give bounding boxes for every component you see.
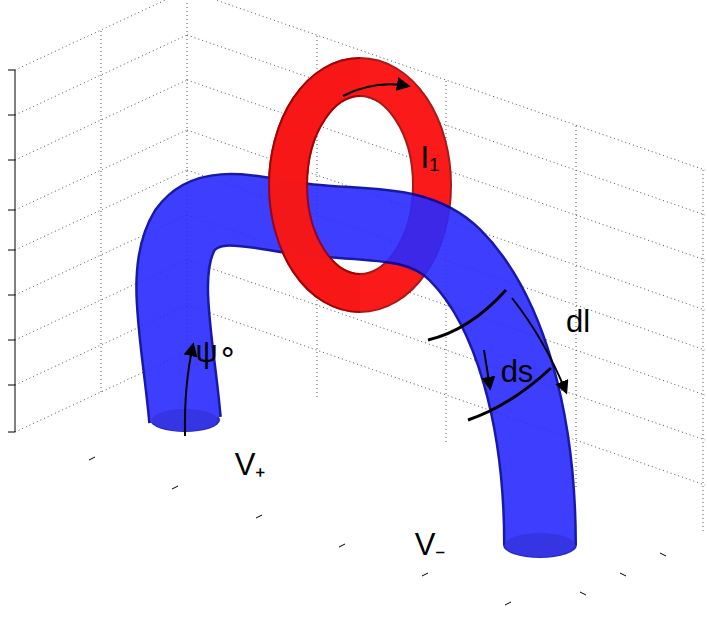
flux-tube: [150, 210, 577, 558]
direction-arrows: [185, 84, 566, 436]
electrode-plate: V₊: [22, 352, 405, 508]
symbol-label: I₁: [420, 141, 439, 175]
section-bands: [428, 290, 551, 420]
label-holder: I₁: [420, 141, 439, 175]
symbol-label: ψ∘: [195, 335, 236, 369]
plate-shape: [22, 352, 405, 508]
electrode-plate: V₋: [265, 437, 705, 612]
symbol-label: dl: [566, 305, 590, 339]
current-loop-front: [288, 77, 360, 293]
grid-lines: [15, 0, 705, 531]
plate-fill: [265, 437, 705, 612]
label-holder: ds: [501, 355, 534, 389]
symbol-label: ds: [501, 355, 534, 389]
text-holder: V₊: [235, 448, 266, 482]
axes: [8, 70, 666, 605]
label-holder: dl: [566, 305, 590, 339]
voltage-label: V₊: [235, 448, 266, 482]
label-holder: ψ∘: [195, 335, 236, 369]
plate-fill: [22, 352, 405, 508]
voltage-label: V₋: [415, 528, 446, 562]
text-holder: V₋: [415, 528, 446, 562]
plate-shape: [265, 437, 705, 612]
